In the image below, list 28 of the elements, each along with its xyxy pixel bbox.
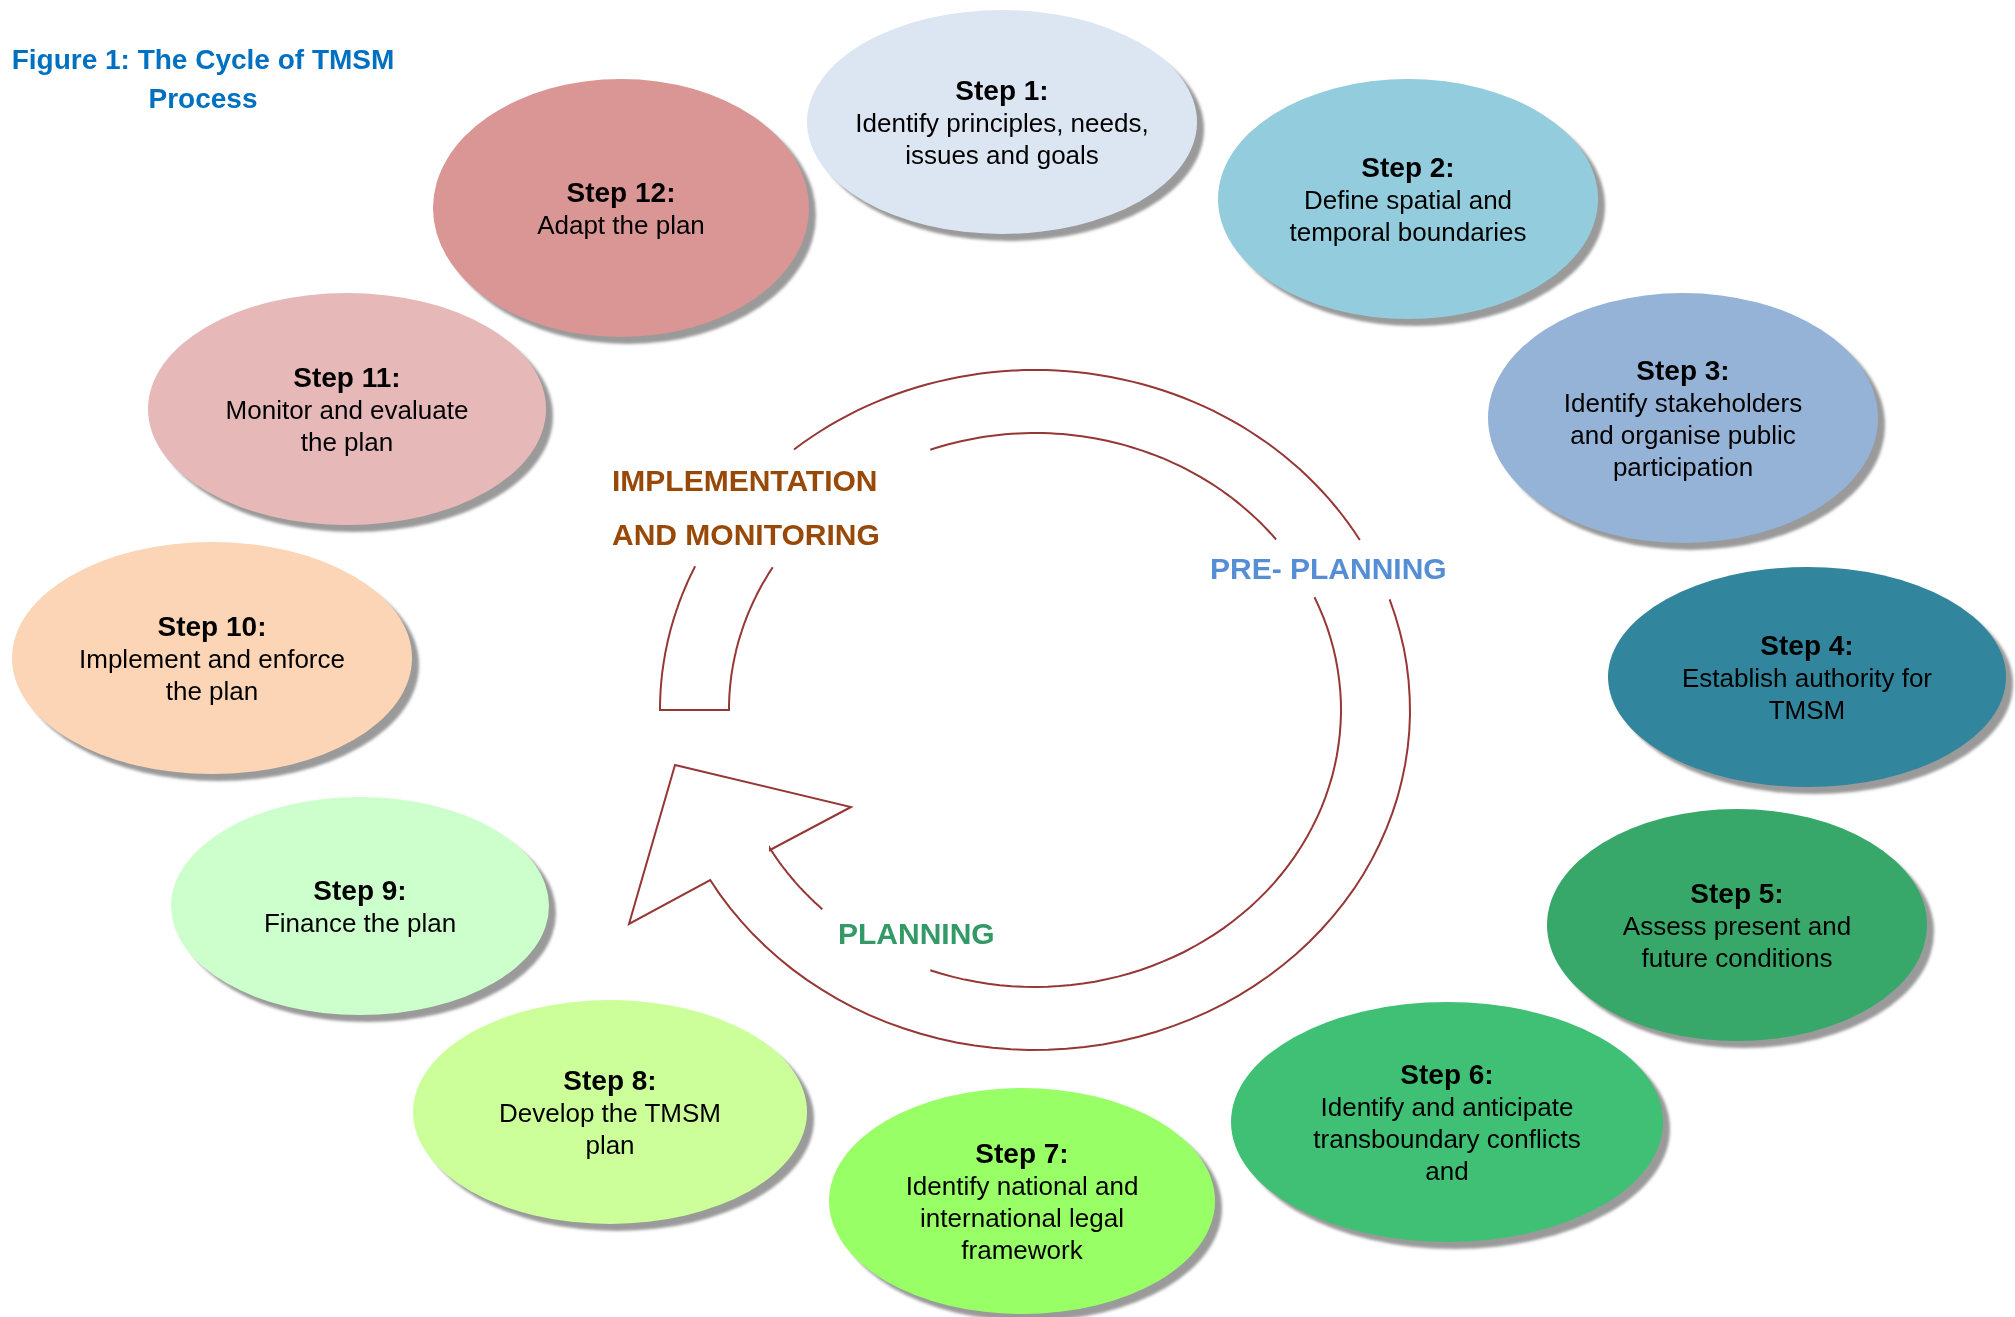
step-number: Step 7: [975,1136,1069,1170]
step-description: Adapt the plan [537,208,705,241]
step-number: Step 2: [1361,150,1455,184]
step-number: Step 1: [955,73,1049,107]
step-description: Finance the plan [263,906,457,939]
phase-label: PRE- PLANNING [1210,551,1448,587]
step-description: Monitor and evaluate the plan [224,393,470,458]
step-number: Step 8: [563,1063,657,1097]
step-description: Assess present and future conditions [1621,909,1853,974]
step-number: Step 10: [157,609,267,643]
step-description: Identify and anticipate transboundary conflicts and [1312,1090,1582,1187]
step-number: Step 4: [1760,628,1854,662]
step-description: Develop the TMSM plan [497,1096,723,1161]
step-description: Establish authority for TMSM [1681,661,1933,726]
step-description: Identify national and international legal framework [904,1169,1140,1266]
step-description: Identify principles, needs, issues and goals [854,106,1150,171]
figure-title: Figure 1: The Cycle of TMSM Process [10,43,396,116]
phase-label: PLANNING [838,916,996,952]
phase-label: IMPLEMENTATION AND MONITORING [612,463,881,553]
step-number: Step 6: [1400,1057,1494,1091]
step-description: Identify stakeholders and organise public participation [1562,386,1804,483]
step-description: Implement and enforce the plan [78,642,346,707]
step-number: Step 5: [1690,876,1784,910]
step-number: Step 12: [566,175,676,209]
step-number: Step 9: [313,873,407,907]
step-number: Step 11: [293,360,401,394]
step-description: Define spatial and temporal boundaries [1288,183,1528,248]
step-number: Step 3: [1636,353,1730,387]
